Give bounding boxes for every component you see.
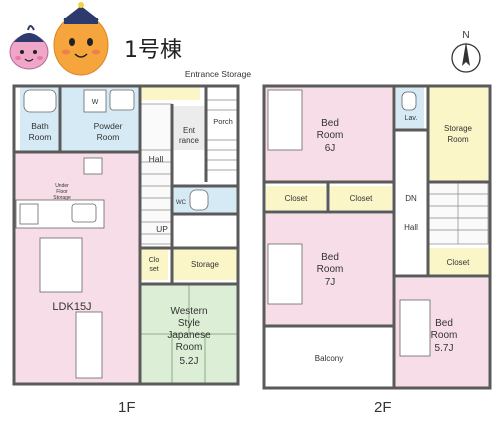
bed-7j-label-1: Bed [321,252,339,263]
entrance-area [172,106,206,150]
japanese-label-1: Western [170,306,207,317]
underfloor-label: Under [55,183,69,189]
hall-label-2f: Hall [404,223,418,232]
entrance-storage-label: Entrance Storage [185,69,251,79]
japanese-label-3: Japanese [167,330,211,341]
north-compass-icon: N [451,30,481,73]
bed-7j [267,243,303,305]
bed-6j-label-3: 6J [325,143,336,154]
stairs-2f [427,181,489,245]
floor-label-2f: 2F [374,399,392,416]
ldk-label: LDK15J [52,301,91,313]
fridge [83,157,103,175]
entrance-label: Ent [183,126,196,135]
porch-label: Porch [213,117,233,126]
compass-letter: N [462,30,469,41]
stove [19,203,39,225]
closet-1f-label-2: set [149,266,158,273]
closet-2f-c-label: Closet [447,258,470,267]
bed-7j-label-2: Room [317,264,344,275]
japanese-label-5: 5.2J [180,356,199,367]
closet-2f-b [330,186,392,210]
balcony-area [264,328,394,388]
pink-onion-mascot-icon [9,25,49,70]
closet-1f-label: Clo [149,257,160,264]
entrance-label-2: rance [179,136,200,145]
floor-label-1f: 1F [118,399,136,416]
washbasin [109,89,135,111]
underfloor-label-3: Storage [53,195,71,201]
stairs-1f [139,103,173,245]
bed-6j-label-2: Room [317,130,344,141]
closet-1f [140,248,168,280]
storage-room-label-2: Room [447,135,469,144]
closet-2f-b-label: Closet [350,194,373,203]
washer [83,89,107,113]
orange-mascot-icon [53,2,109,76]
bed-6j-label-1: Bed [321,118,339,129]
sofa [75,311,103,379]
powder-label: Powder [94,121,123,131]
entrance-storage [142,86,200,100]
building-title: 1号棟 [124,38,182,63]
hall-label-1f: Hall [149,154,164,164]
bath-label-2: Room [29,132,52,142]
japanese-label-2: Style [178,318,201,329]
closet-2f-a-label: Closet [285,194,308,203]
bed-5-7j-label-1: Bed [435,318,453,329]
second-floor-plan: Bed Room 6J Lav. Storage Room Closet Clo… [262,84,492,416]
walls-2f [262,84,492,390]
toilet [189,189,209,211]
storage-room-2f [428,86,488,182]
underfloor-label-2: Floor [56,189,68,195]
bath-label: Bath [31,121,49,131]
up-label: UP [156,224,168,234]
bed-5-7j [399,299,431,357]
bed-7j-label-3: 7J [325,277,336,288]
bathtub [23,89,57,113]
first-floor-plan: W Bath Room Powder Room Ent rance Porch [12,84,240,416]
washer-label: W [92,99,99,106]
storage-1f [172,248,238,280]
japanese-label-4: Room [176,342,203,353]
lav-toilet [401,91,417,111]
closet-2f-c [428,248,488,276]
balcony-label: Balcony [315,354,343,363]
closet-2f-a [266,186,326,210]
dn-label: DN [405,194,417,203]
powder-label-2: Room [97,132,120,142]
storage-room-label-1: Storage [444,124,473,133]
wc-label: WC [176,200,187,206]
lav-label: Lav. [405,115,418,122]
dining-table [39,237,83,293]
walls-1f [12,84,240,386]
bed-5-7j-label-2: Room [431,330,458,341]
bed-5-7j-label-3: 5.7J [435,343,454,354]
bed-6j [267,89,303,151]
sink [71,203,97,223]
storage-1f-label: Storage [191,260,220,269]
porch-area [206,86,238,182]
